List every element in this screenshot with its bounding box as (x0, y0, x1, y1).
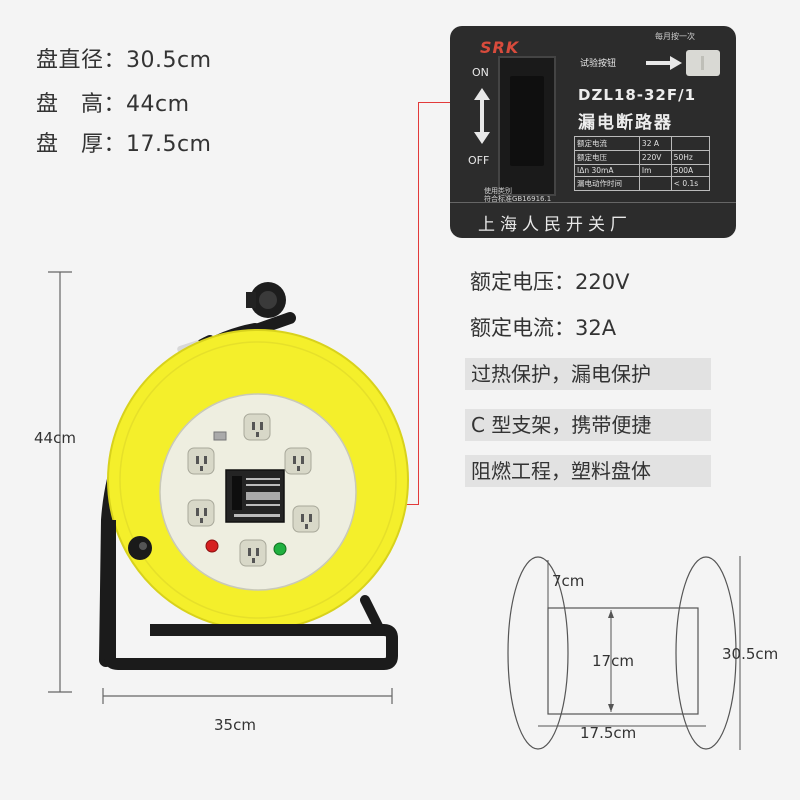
manufacturer-name: 上海人民开关厂 (478, 215, 632, 235)
breaker-model: DZL18-32F/1 (578, 86, 697, 104)
hub-depth-label: 7cm (552, 572, 585, 590)
arrow-right-icon (646, 56, 682, 70)
breaker-nameplate: SRK 每月按一次 试验按钮 ON OFF DZL18-32F/1 漏电断路器 … (450, 26, 736, 238)
breaker-product-type: 漏电断路器 (578, 113, 673, 133)
off-label: OFF (468, 154, 490, 167)
spec-height: 盘 高：44cm (36, 92, 190, 117)
test-button (686, 50, 720, 76)
brand-logo: SRK (480, 38, 520, 57)
width-dimension-label: 35cm (214, 716, 256, 734)
outer-diameter-label: 30.5cm (722, 645, 779, 663)
on-off-arrow-icon (474, 88, 490, 144)
socket-holes (196, 422, 312, 563)
breaker-switch-lever (510, 76, 544, 166)
standard-note: 符合标准GB16916.1 (484, 195, 552, 203)
height-dimension-label: 44cm (34, 429, 76, 447)
rated-current: 额定电流：32A (470, 316, 617, 340)
reel-dimension-diagram (507, 556, 741, 750)
usage-category: 使用类别 (484, 187, 512, 195)
breaker-spec-table: 额定电流 32 A 额定电压 220V 50Hz IΔn 30mA Im 500… (574, 136, 711, 191)
callout-line (418, 102, 450, 103)
test-button-label: 试验按钮 (580, 59, 617, 69)
table-row: 漏电动作时间 < 0.1s (574, 176, 711, 191)
feature-tag: 过热保护，漏电保护 (465, 358, 711, 390)
callout-line (418, 102, 419, 504)
rated-voltage: 额定电压：220V (470, 270, 630, 294)
feature-tag: C 型支架，携带便捷 (465, 409, 711, 441)
monthly-test-note: 每月按一次 (655, 32, 695, 41)
spec-diameter: 盘直径：30.5cm (36, 48, 212, 73)
nameplate-divider (450, 202, 736, 203)
table-row: IΔn 30mA Im 500A (574, 164, 711, 177)
feature-tag: 阻燃工程，塑料盘体 (465, 455, 711, 487)
spec-thickness: 盘 厚：17.5cm (36, 132, 212, 157)
core-diameter-label: 17cm (592, 652, 634, 670)
on-label: ON (472, 66, 489, 79)
reel-width-label: 17.5cm (580, 724, 637, 742)
